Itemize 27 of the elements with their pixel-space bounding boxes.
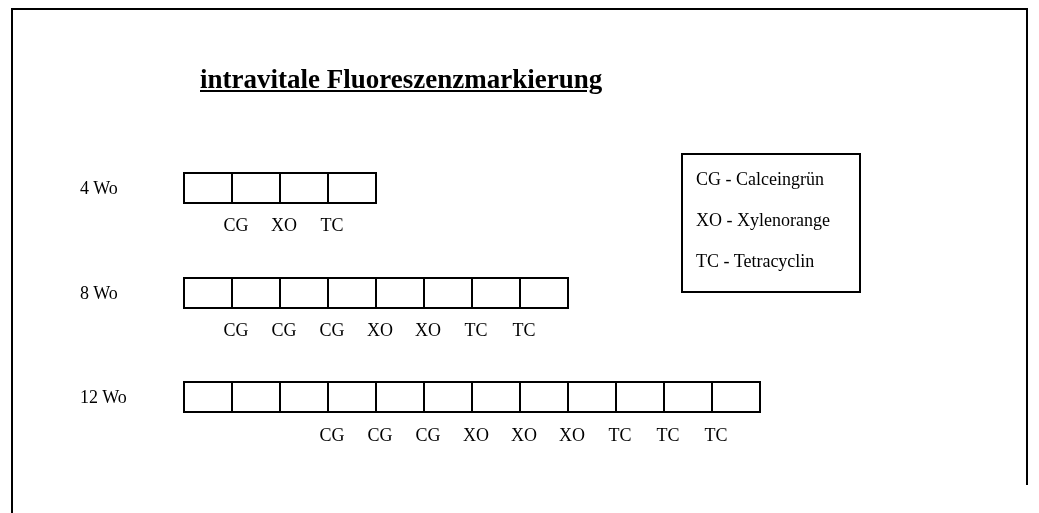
title: intravitale Fluoreszenzmarkierung: [200, 64, 603, 95]
marker-abbreviation: CG: [271, 320, 297, 340]
marker-abbreviation: XO: [559, 425, 585, 445]
marker-abbreviation: XO: [367, 320, 393, 340]
key-entry: TC - Tetracyclin: [696, 251, 815, 272]
marker-abbreviation: TC: [704, 425, 728, 445]
marker-abbreviation: CG: [415, 425, 441, 445]
abbreviation-key-box: [681, 153, 861, 293]
marker-abbreviation: XO: [511, 425, 537, 445]
marker-abbreviation: CG: [367, 425, 393, 445]
key-entry: CG - Calceingrün: [696, 169, 824, 190]
marker-abbreviation: TC: [656, 425, 680, 445]
marker-abbreviation: XO: [463, 425, 489, 445]
marker-abbreviation: TC: [512, 320, 536, 340]
row-label: 4 Wo: [80, 178, 118, 198]
marker-abbreviation: CG: [319, 320, 345, 340]
marker-abbreviation: XO: [415, 320, 441, 340]
marker-abbreviation: CG: [319, 425, 345, 445]
row-label: 12 Wo: [80, 387, 127, 407]
marker-abbreviation: CG: [223, 320, 249, 340]
marker-abbreviation: XO: [271, 215, 297, 235]
row-label: 8 Wo: [80, 283, 118, 303]
marker-abbreviation: TC: [464, 320, 488, 340]
marker-abbreviation: TC: [608, 425, 632, 445]
marker-abbreviation: TC: [320, 215, 344, 235]
key-entry: XO - Xylenorange: [696, 210, 830, 231]
marker-abbreviation: CG: [223, 215, 249, 235]
